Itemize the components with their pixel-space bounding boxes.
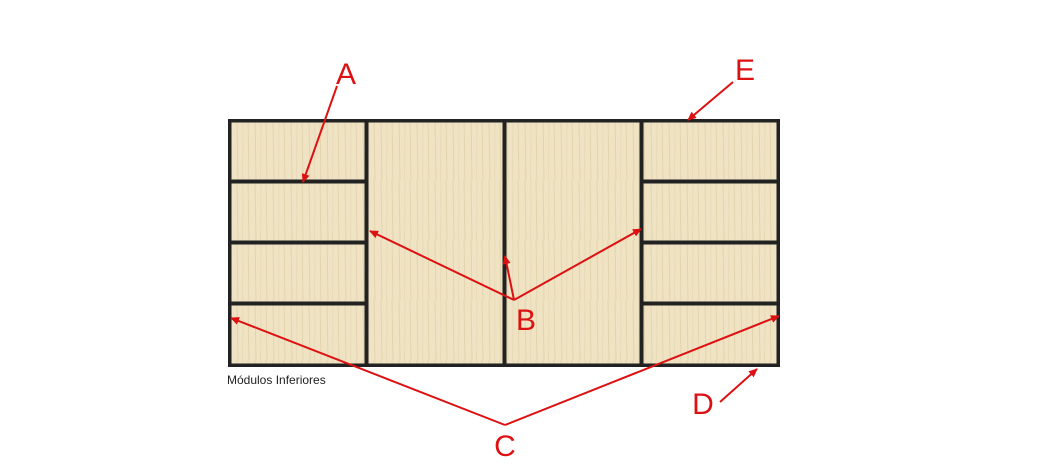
- arrow-c-left: [230, 317, 506, 426]
- label-e: E: [735, 54, 755, 87]
- drawer-left-4: [230, 304, 366, 365]
- label-a: A: [336, 58, 356, 91]
- label-b: B: [516, 304, 536, 337]
- label-c: C: [494, 430, 516, 463]
- annotation-arrows: [230, 81, 780, 426]
- arrow-e: [687, 81, 734, 121]
- arrow-d: [719, 368, 758, 403]
- center-doors: [367, 121, 641, 365]
- arrow-b-mid: [502, 255, 515, 301]
- drawer-left-2: [230, 182, 366, 242]
- arrow-a: [301, 85, 338, 183]
- right-drawer-stack: [642, 121, 778, 365]
- left-drawer-stack: [230, 121, 366, 365]
- annotation-labels: A B C D E: [336, 54, 755, 463]
- drawer-left-3: [230, 243, 366, 303]
- label-d: D: [692, 388, 714, 421]
- drawer-right-2: [642, 182, 778, 242]
- diagram-caption: Módulos Inferiores: [227, 373, 326, 387]
- arrow-c-right: [504, 315, 780, 426]
- drawer-right-3: [642, 243, 778, 303]
- arrow-b-right: [513, 228, 642, 301]
- drawer-right-1: [642, 121, 778, 181]
- door-left: [367, 121, 504, 365]
- drawer-left-1: [230, 121, 366, 181]
- arrow-b-left: [369, 230, 515, 301]
- drawer-right-4: [642, 304, 778, 365]
